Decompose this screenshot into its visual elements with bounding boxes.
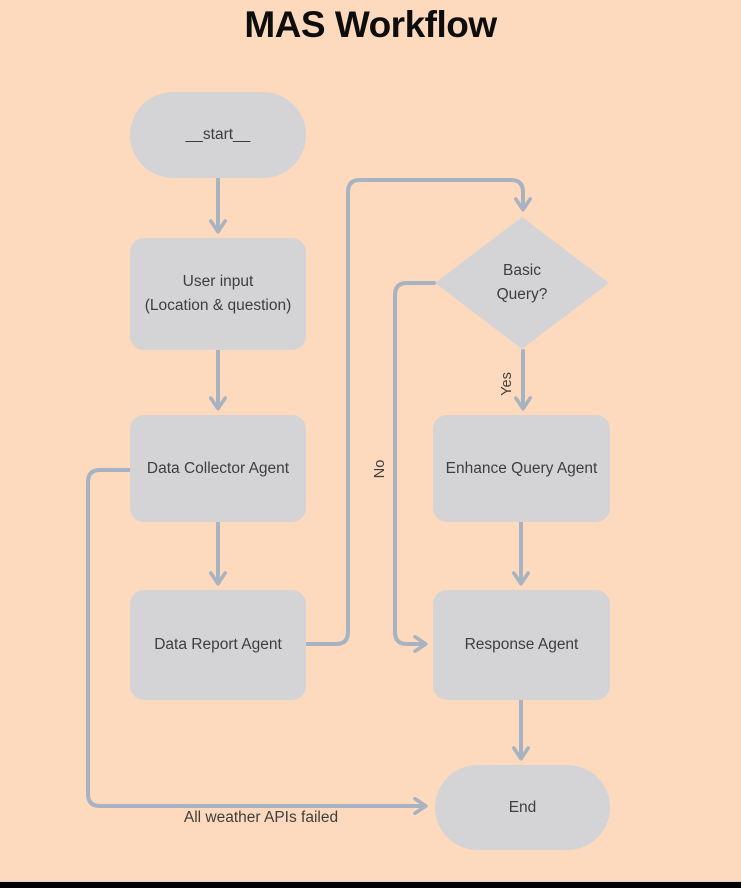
bottom-divider (0, 881, 741, 882)
node-user-input-label-line1: User input (182, 273, 254, 290)
node-user-input-label-line2: (Location & question) (144, 297, 292, 314)
node-user-input: User input (Location & question) (130, 238, 306, 350)
node-basic-query: Basic Query? (435, 217, 609, 349)
node-start-label: __start__ (185, 126, 251, 143)
edge-label-yes: Yes (499, 372, 515, 396)
page-title: MAS Workflow (244, 4, 497, 45)
node-end-label: End (508, 798, 537, 816)
edge-label-all-weather-apis-failed: All weather APIs failed (183, 809, 339, 826)
edge-data-report-to-basic-query (303, 178, 532, 646)
node-basic-query-label-line2: Query? (496, 286, 548, 303)
node-data-collector-agent: Data Collector Agent (130, 415, 306, 522)
node-data-report-label: Data Report Agent (154, 636, 282, 653)
node-start: __start__ (130, 92, 306, 178)
node-response-agent: Response Agent (433, 590, 610, 700)
node-data-collector-label: Data Collector Agent (146, 459, 290, 477)
node-data-report-agent: Data Report Agent (130, 590, 306, 700)
node-response-label: Response Agent (464, 636, 579, 653)
edge-label-no: No (372, 459, 388, 479)
node-end: End (435, 765, 610, 850)
node-enhance-query-label: Enhance Query Agent (445, 459, 598, 477)
node-basic-query-label-line1: Basic (503, 262, 541, 279)
node-enhance-query-agent: Enhance Query Agent (433, 415, 610, 522)
basic-query-diamond (435, 217, 609, 349)
edge-basic-query-no-to-response (393, 281, 436, 653)
edge-data-collector-failed-to-end (86, 468, 428, 815)
